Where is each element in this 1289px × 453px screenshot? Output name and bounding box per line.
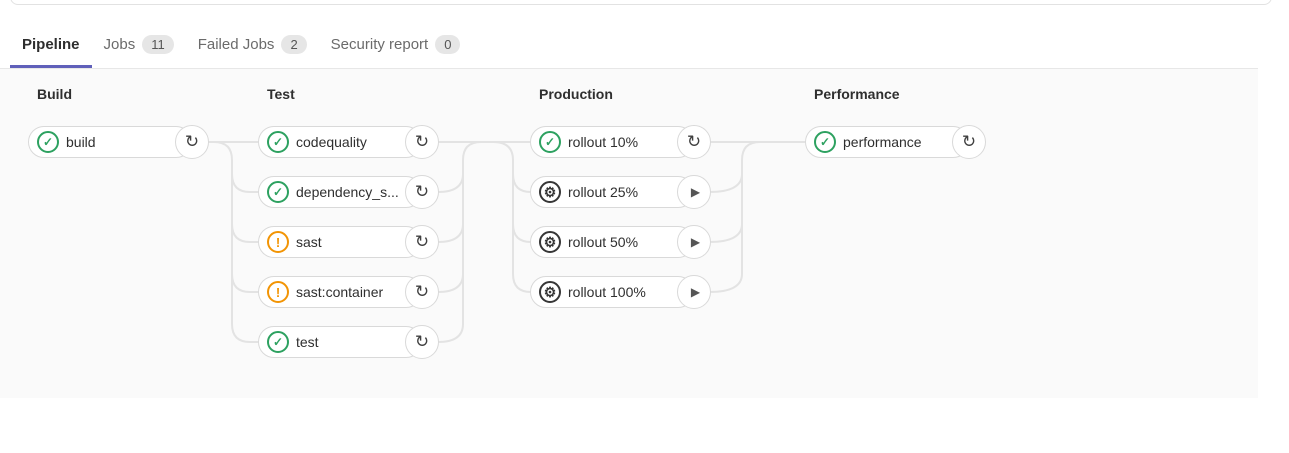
retry-button[interactable]: ↻ bbox=[405, 275, 439, 309]
tab-label: Failed Jobs bbox=[197, 35, 275, 53]
success-status-icon: ✓ bbox=[267, 131, 289, 153]
job-label: performance bbox=[843, 134, 922, 150]
retry-button[interactable]: ↻ bbox=[405, 325, 439, 359]
job-pill-rollout-100[interactable]: ⚙ rollout 100% ▶ bbox=[530, 275, 711, 309]
retry-button[interactable]: ↻ bbox=[405, 175, 439, 209]
retry-button[interactable]: ↻ bbox=[405, 125, 439, 159]
job-pill-dependency-s[interactable]: ✓ dependency_s... ↻ bbox=[258, 175, 439, 209]
stage-title: Production bbox=[539, 86, 613, 102]
job-label: rollout 100% bbox=[568, 284, 646, 300]
job-label: rollout 50% bbox=[568, 234, 639, 250]
job-pill-sast[interactable]: ! sast ↻ bbox=[258, 225, 439, 259]
tab-security-report[interactable]: Security report 0 bbox=[319, 6, 473, 68]
manual-status-icon: ⚙ bbox=[539, 281, 561, 303]
stage-column-production: Production ✓ rollout 10% ↻ ⚙ rollout 25% ▶ ⚙ rol… bbox=[530, 86, 711, 326]
job-label: dependency_s... bbox=[296, 184, 399, 200]
manual-status-icon: ⚙ bbox=[539, 231, 561, 253]
play-button[interactable]: ▶ bbox=[677, 225, 711, 259]
success-status-icon: ✓ bbox=[267, 331, 289, 353]
success-status-icon: ✓ bbox=[267, 181, 289, 203]
retry-button[interactable]: ↻ bbox=[952, 125, 986, 159]
stage-column-build: Build ✓ build ↻ bbox=[28, 86, 209, 176]
jobs-count-badge: 11 bbox=[142, 34, 174, 54]
job-label: test bbox=[296, 334, 319, 350]
tab-label: Security report bbox=[330, 35, 429, 53]
tab-pipeline[interactable]: Pipeline bbox=[10, 6, 92, 68]
success-status-icon: ✓ bbox=[37, 131, 59, 153]
stage-title: Build bbox=[37, 86, 72, 102]
job-label: build bbox=[66, 134, 96, 150]
security-report-count-badge: 0 bbox=[435, 34, 461, 54]
job-pill-rollout-25[interactable]: ⚙ rollout 25% ▶ bbox=[530, 175, 711, 209]
stage-title: Test bbox=[267, 86, 295, 102]
job-pill-codequality[interactable]: ✓ codequality ↻ bbox=[258, 125, 439, 159]
top-card-bottom-border bbox=[10, 0, 1272, 5]
job-pill-sast-container[interactable]: ! sast:container ↻ bbox=[258, 275, 439, 309]
success-status-icon: ✓ bbox=[539, 131, 561, 153]
play-button[interactable]: ▶ bbox=[677, 275, 711, 309]
failed-jobs-count-badge: 2 bbox=[281, 34, 307, 54]
warning-status-icon: ! bbox=[267, 281, 289, 303]
tab-label: Jobs bbox=[103, 35, 136, 53]
tab-failed-jobs[interactable]: Failed Jobs 2 bbox=[186, 6, 319, 68]
tab-jobs[interactable]: Jobs 11 bbox=[92, 6, 186, 68]
retry-button[interactable]: ↻ bbox=[405, 225, 439, 259]
pipeline-tabs: Pipeline Jobs 11 Failed Jobs 2 Security … bbox=[0, 6, 1258, 69]
stage-title: Performance bbox=[814, 86, 900, 102]
stage-column-test: Test ✓ codequality ↻ ✓ dependency_s... ↻! sast ↻… bbox=[258, 86, 439, 376]
play-button[interactable]: ▶ bbox=[677, 175, 711, 209]
job-pill-build[interactable]: ✓ build ↻ bbox=[28, 125, 209, 159]
job-label: sast:container bbox=[296, 284, 384, 300]
pipeline-graph: Build ✓ build ↻ Test ✓ codequality ↻ ✓ dependency… bbox=[0, 69, 1258, 398]
job-label: rollout 10% bbox=[568, 134, 639, 150]
job-label: sast bbox=[296, 234, 322, 250]
retry-button[interactable]: ↻ bbox=[677, 125, 711, 159]
manual-status-icon: ⚙ bbox=[539, 181, 561, 203]
job-pill-test[interactable]: ✓ test ↻ bbox=[258, 325, 439, 359]
job-pill-rollout-50[interactable]: ⚙ rollout 50% ▶ bbox=[530, 225, 711, 259]
stage-columns: Build ✓ build ↻ Test ✓ codequality ↻ ✓ dependency… bbox=[0, 69, 1258, 398]
job-label: codequality bbox=[296, 134, 367, 150]
job-pill-rollout-10[interactable]: ✓ rollout 10% ↻ bbox=[530, 125, 711, 159]
stage-column-performance: Performance ✓ performance ↻ bbox=[805, 86, 986, 176]
stage-connectors bbox=[206, 141, 807, 343]
job-label: rollout 25% bbox=[568, 184, 639, 200]
retry-button[interactable]: ↻ bbox=[175, 125, 209, 159]
warning-status-icon: ! bbox=[267, 231, 289, 253]
success-status-icon: ✓ bbox=[814, 131, 836, 153]
tab-label: Pipeline bbox=[22, 35, 80, 53]
job-pill-performance[interactable]: ✓ performance ↻ bbox=[805, 125, 986, 159]
